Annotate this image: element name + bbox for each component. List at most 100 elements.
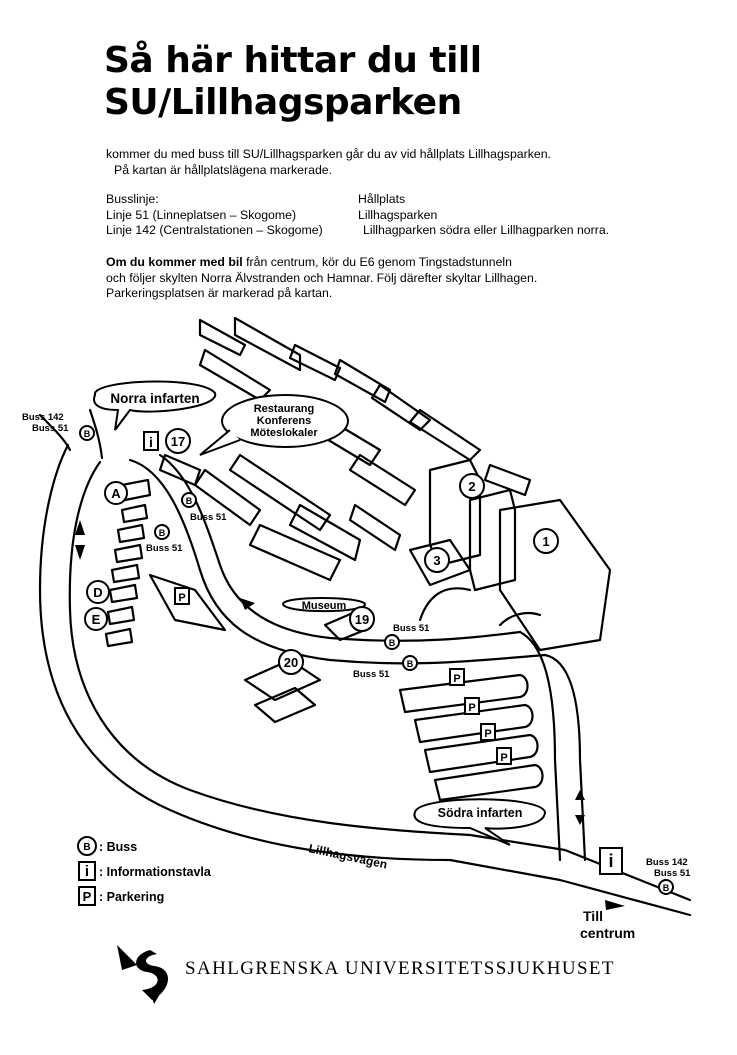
bus51-label-4: Buss 51 xyxy=(393,623,430,634)
restaurang-tail xyxy=(199,429,241,456)
house-8 xyxy=(104,627,134,648)
arrow-left-road xyxy=(75,520,85,560)
parking-strip-2 xyxy=(413,703,534,744)
title-line-2: SU/Lillhagsparken xyxy=(104,82,462,123)
building-n6 xyxy=(370,383,432,432)
bus51-label-3: Buss 51 xyxy=(146,543,183,554)
parking-2-label: P xyxy=(453,673,460,685)
left-road-top-2 xyxy=(88,408,104,460)
marker-3 xyxy=(424,547,450,573)
parking-strip-1 xyxy=(398,673,529,714)
legend-parking-box xyxy=(78,886,96,906)
till-label: Till xyxy=(583,908,603,924)
info-marker-south-label: i xyxy=(608,851,613,871)
marker-a xyxy=(104,481,128,505)
bus-marker-4-label: B xyxy=(389,638,396,648)
bus51-north-label: Buss 51 xyxy=(32,423,69,434)
car-bold: Om du kommer med bil xyxy=(106,255,243,269)
main-road-outer xyxy=(38,443,692,917)
info-marker-south xyxy=(599,847,623,875)
inner-road-2 xyxy=(158,453,522,642)
legend-info-label: : Informationstavla xyxy=(99,865,212,879)
title-line-1: Så här hittar du till xyxy=(104,40,482,81)
marker-20 xyxy=(278,649,304,675)
bus-marker-5-label: B xyxy=(407,659,414,669)
museum-bubble xyxy=(281,597,367,613)
marker-1 xyxy=(533,528,559,554)
museum-label: Museum xyxy=(302,600,347,612)
bus-marker-3-label: B xyxy=(159,528,166,538)
bus-marker-4 xyxy=(384,634,400,650)
bus51-label-2: Buss 51 xyxy=(190,512,227,523)
bus-table: Busslinje: Hållplats Linje 51 (Linneplat… xyxy=(106,192,609,239)
house-e xyxy=(106,605,136,626)
parking-marker-2 xyxy=(449,668,465,686)
main-road-inner xyxy=(68,460,692,902)
bus-marker-1 xyxy=(79,425,95,441)
legend-bus-circle xyxy=(77,836,97,856)
tower-2b xyxy=(468,488,517,592)
bus-marker-6-label: B xyxy=(663,883,670,893)
sodra-infarten-label: Södra infarten xyxy=(438,806,523,820)
marker-20-label: 20 xyxy=(284,655,298,670)
parking-strip-3 xyxy=(423,733,539,774)
road-spur-3 xyxy=(418,587,472,622)
intro-line-1: kommer du med buss till SU/Lillhagsparke… xyxy=(106,147,551,161)
centrum-label: centrum xyxy=(580,925,635,940)
legend-info-box xyxy=(78,861,96,881)
bus-stop-header: Hållplats xyxy=(358,192,406,206)
bus-stop-142: Lillhagparken södra eller Lillhagparken … xyxy=(363,223,610,237)
building-n7 xyxy=(408,408,482,462)
bus-marker-5 xyxy=(402,655,418,671)
lillhagsvagen-label: Lillhagsvägen xyxy=(307,841,388,871)
building-n10 xyxy=(193,468,262,527)
footer-brand: SAHLGRENSKA UNIVERSITETSSJUKHUSET xyxy=(185,958,615,979)
building-n11 xyxy=(228,453,332,532)
tower-3 xyxy=(408,538,472,587)
bus51-label-5: Buss 51 xyxy=(353,669,390,680)
marker-d-label: D xyxy=(93,585,102,600)
building-n2 xyxy=(233,316,302,372)
building-n5 xyxy=(333,358,392,404)
legend-parking-letter: P xyxy=(83,889,92,904)
restaurang-bubble xyxy=(221,394,349,448)
building-n14 xyxy=(348,503,402,552)
building-n13 xyxy=(288,503,362,562)
marker-17-label: 17 xyxy=(171,434,185,449)
bus-stop-51: Lillhagsparken xyxy=(358,207,438,222)
road-spur-1 xyxy=(498,611,542,627)
page-title: Så här hittar du till SU/Lillhagsparken xyxy=(104,40,482,124)
tower-1 xyxy=(498,498,612,652)
bus-marker-2-label: B xyxy=(186,496,193,506)
restaurang-label: Restaurang xyxy=(254,403,315,415)
marker-3-label: 3 xyxy=(433,553,440,568)
building-n9 xyxy=(348,453,417,507)
intro-line-2: På kartan är hållplatslägena markerade. xyxy=(114,162,333,177)
marker-1-label: 1 xyxy=(542,534,549,549)
marker-a-label: A xyxy=(111,486,121,501)
marker-d xyxy=(86,580,110,604)
parking-strip-4 xyxy=(433,763,544,802)
left-road-top xyxy=(38,413,72,452)
bus-line-142: Linje 142 (Centralstationen – Skogome) xyxy=(106,223,323,237)
bus142-north-label: Buss 142 xyxy=(22,412,64,423)
parking-1-label: P xyxy=(178,592,185,604)
bus-marker-2 xyxy=(181,492,197,508)
bus-marker-3 xyxy=(154,524,170,540)
bus142-south-label: Buss 142 xyxy=(646,857,688,868)
info-marker-north xyxy=(143,431,159,451)
house-2 xyxy=(120,503,149,524)
sahlgrenska-logo xyxy=(117,945,169,1004)
arrow-inner-road xyxy=(240,598,255,610)
arrow-till-centrum xyxy=(605,900,625,910)
legend-parking-label: : Parkering xyxy=(99,890,164,904)
legend-info-letter: i xyxy=(85,863,89,880)
legend-bus-letter: B xyxy=(83,842,90,853)
sodra-infarten-bubble xyxy=(413,798,547,846)
arrow-south-road xyxy=(575,790,585,825)
parking-marker-1 xyxy=(174,587,190,605)
bus-marker-6 xyxy=(658,879,674,895)
marker-17 xyxy=(165,428,191,454)
house-d xyxy=(108,583,139,604)
south-road-2 xyxy=(518,630,562,862)
